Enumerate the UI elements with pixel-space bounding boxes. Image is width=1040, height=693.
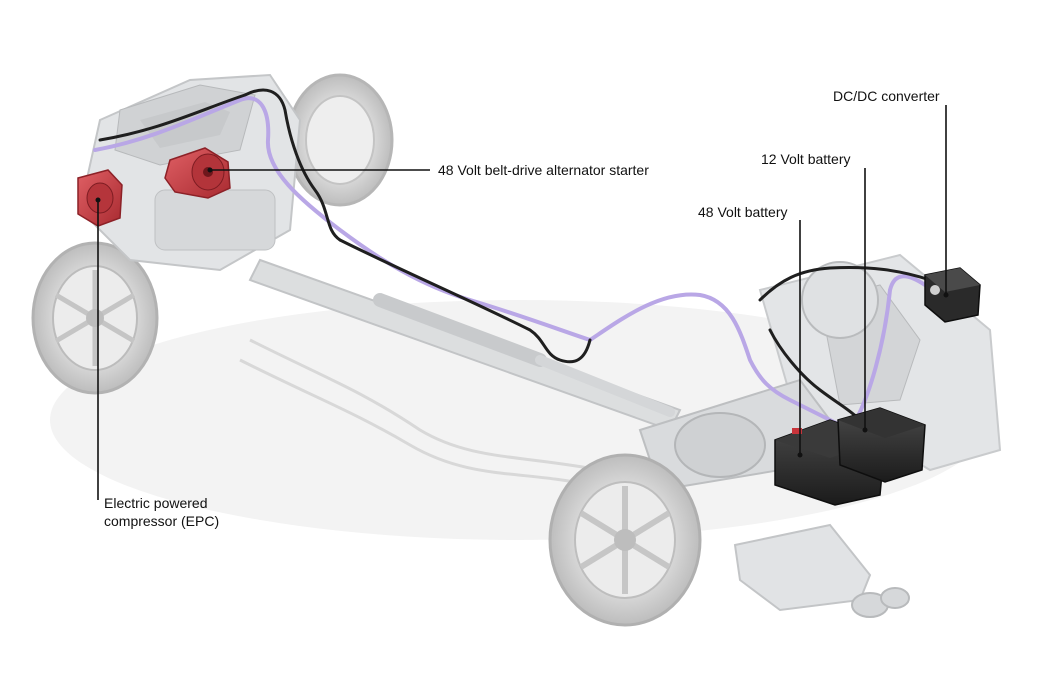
label-alternator-starter: 48 Volt belt-drive alternator starter (438, 162, 649, 178)
converter-icon (924, 267, 981, 323)
leader-dots (95, 167, 949, 458)
wheel-icon (286, 73, 394, 207)
leader-lines (97, 105, 947, 500)
label-epc: Electric powered compressor (EPC) (104, 494, 264, 530)
wiring-48v (93, 96, 927, 432)
label-12v-battery: 12 Volt battery (761, 151, 851, 167)
epc-component (77, 169, 123, 227)
brake-lines (239, 338, 601, 487)
harness-12v (98, 88, 932, 422)
battery-icon (837, 407, 926, 483)
wheel-icon (548, 453, 702, 627)
alternator-component (164, 147, 231, 199)
label-epc-line1: Electric powered (104, 495, 208, 511)
exhaust-icon (733, 523, 910, 618)
floor-shadow (50, 300, 990, 540)
wheel-icon (31, 241, 159, 395)
label-epc-line2: compressor (EPC) (104, 513, 220, 529)
label-48v-battery: 48 Volt battery (698, 204, 788, 220)
label-dcdc-converter: DC/DC converter (833, 88, 940, 104)
